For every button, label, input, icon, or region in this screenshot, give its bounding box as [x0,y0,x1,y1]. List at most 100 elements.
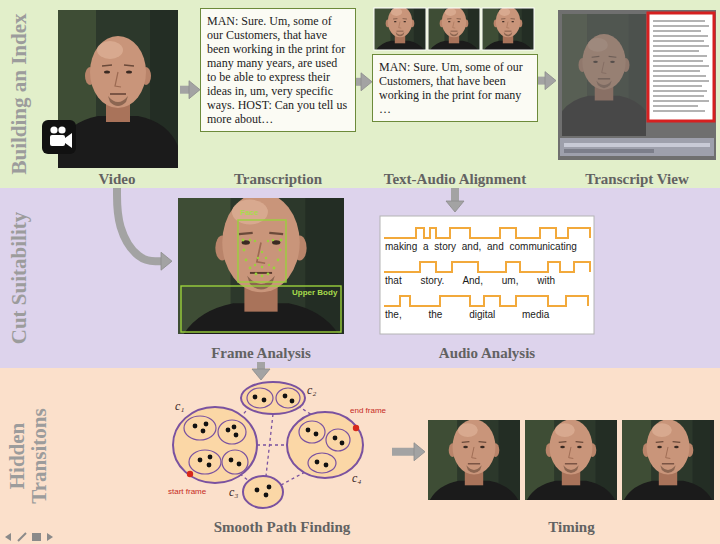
transcript-view-screenshot [653,40,704,41]
frame-analysis-image [261,251,263,253]
cluster-graph [306,428,311,433]
arrow-shaft [451,188,459,201]
label-anchor: that story. And, um, with [385,275,555,287]
cluster-label: c₂ [307,384,317,397]
frame-analysis-image [249,239,251,241]
label-anchor: start frame [168,487,206,496]
cluster-graph [262,398,267,403]
cluster-graph [314,432,319,437]
label-anchor: making a story and, and communicating [385,241,577,253]
cluster-graph [222,450,248,474]
cluster-graph [308,453,336,473]
cluster-graph [283,394,288,399]
cluster-graph [207,463,212,468]
transcript-view-screenshot [653,60,703,61]
transcript-view-screenshot [653,30,701,31]
cluster-graph [184,416,216,440]
frame-analysis-image [268,264,270,266]
cluster-graph [247,388,273,408]
transcription-node: MAN: Sure. Um, some of our Customers, th… [200,8,356,188]
frame-analysis-image [279,249,282,252]
label-anchor: Upper Body [292,288,337,298]
frame-analysis-image [261,275,264,278]
transcript-view-screenshot [653,20,705,21]
video-thumbnails [374,8,426,50]
cluster-graph [326,429,350,451]
frame-analysis-image [261,266,263,268]
cluster-graph [290,399,295,404]
transcript-view-screenshot [653,105,698,106]
transcript-view-screenshot [653,35,708,36]
video-thumbnails [428,8,480,50]
arrow-shaft [356,78,361,86]
audio-waveform-panel [384,228,590,306]
cluster-graph [315,460,320,465]
frame-marker-label: start frame [168,487,206,496]
cluster-graph [218,420,246,444]
frame-analysis-image [257,257,259,259]
cluster-graph [204,422,209,427]
region-label: Upper Body [292,288,337,298]
label-anchor: c₄ [352,472,362,485]
cluster-graph [173,407,257,483]
word-row: making a story and, and communicating [385,241,577,253]
frame-marker-label: end frame [350,406,386,415]
transcript-view-screenshot [558,10,716,160]
cluster-graph [243,476,283,508]
cluster-graph [241,382,305,414]
audio-waveform-panel [380,216,594,334]
transcript-text: MAN: Sure. Um, some of our Customers, th… [200,8,356,132]
cluster-graph [187,471,193,477]
node-caption: Video [99,170,136,188]
transcript-view-screenshot [653,80,709,81]
arrow-shaft [538,77,545,85]
transcript-view-screenshot [653,25,709,26]
word-row: the, the digital media [385,309,549,321]
frame-analysis-image [245,259,248,262]
cluster-graph [208,455,213,460]
arrow-shaft [392,448,414,456]
frame-analysis-image [277,259,280,262]
cluster-graph [264,493,269,498]
label-anchor: c₃ [229,486,239,499]
cluster-graph [333,436,338,441]
cluster-graph [353,425,359,431]
camera-icon [50,135,65,146]
camera-icon [42,120,76,154]
transcript-view-screenshot [558,10,716,160]
cluster-label: c₃ [229,486,239,499]
node-caption: Smooth Path Finding [214,518,351,536]
cluster-graph [198,458,203,463]
transcript-view-screenshot [558,14,651,136]
frame-analysis-image [249,267,252,270]
label-anchor: c₂ [307,384,317,397]
cluster-graph [253,395,258,400]
cluster-label: c₄ [352,472,362,485]
transcript-view-screenshot [653,100,709,101]
node-caption: Frame Analysis [211,344,311,362]
nav-icons [32,533,41,541]
transcript-view-screenshot [653,55,707,56]
word-row: that story. And, um, with [385,275,555,287]
node-caption: Transcription [234,170,322,188]
audio-waveform-panel [384,228,590,238]
audio-waveform-panel [384,296,588,306]
label-anchor: Face [240,208,258,218]
frame-analysis-image [243,249,246,252]
region-label: Face [240,208,258,218]
transcript-view-screenshot [558,14,651,136]
cluster-graph [276,388,300,408]
label-anchor: end frame [350,406,386,415]
camera-icon [42,120,76,154]
section-title: Building an Index [8,2,30,186]
camera-icon [65,133,72,148]
cluster-graph [229,458,234,463]
section-title: Cut Suitability [8,186,30,370]
cluster-graph [201,429,206,434]
cluster-graph [267,485,272,490]
transcript-view-screenshot [564,149,654,153]
cluster-graph [226,428,231,433]
video-thumbnails [482,8,534,50]
camera-icon [50,126,57,133]
label-anchor: the, the digital media [385,309,549,321]
